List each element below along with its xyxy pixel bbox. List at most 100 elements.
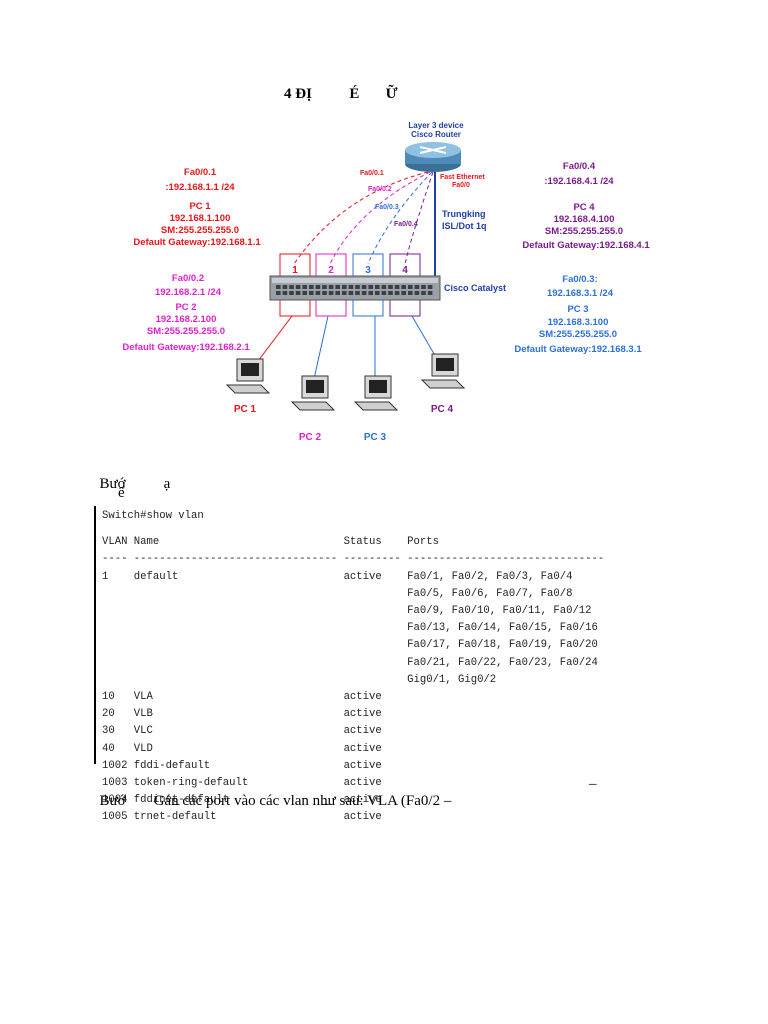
- step-2-text: Gán các port vào các vlan như sau: VLA (…: [153, 793, 452, 809]
- switch-port: [276, 285, 281, 289]
- subif-label-4: Fa0/0.4: [394, 221, 418, 228]
- switch-port: [342, 285, 347, 289]
- switch-port: [282, 291, 288, 295]
- step-1-prefix: Bướ: [99, 476, 126, 492]
- switch-port: [322, 285, 327, 289]
- switch-port: [322, 291, 327, 295]
- switch-port: [375, 285, 380, 289]
- switch-port: [381, 285, 387, 289]
- switch-port: [408, 291, 413, 295]
- link-pc2: [313, 315, 329, 380]
- fast-ethernet-label-1: Fast Ethernet: [440, 174, 485, 181]
- switch-port: [309, 285, 314, 289]
- pc4-ip: 192.168.4.100: [554, 214, 615, 225]
- pc2-name: PC 2: [175, 302, 196, 313]
- switch-port: [421, 285, 426, 289]
- subif-label-3: Fa0/0.3: [375, 204, 399, 211]
- switch-port: [388, 291, 393, 295]
- fast-ethernet-label-2: Fa0/0: [452, 182, 470, 189]
- vlan-row: Gig0/1, Gig0/2: [102, 673, 497, 686]
- pc3-computer-icon: [353, 375, 399, 411]
- switch-port: [401, 291, 406, 295]
- subif-link-4: [404, 171, 434, 265]
- pc3-caption: PC 3: [364, 432, 387, 443]
- switch-icon: [269, 275, 441, 301]
- pc1-gateway: Default Gateway:192.168.1.1: [133, 237, 261, 248]
- vlan-row: 40 VLD active: [102, 742, 382, 755]
- trunk-label-1: Trungking: [442, 209, 486, 219]
- vlan-row: 1005 trnet-default active: [102, 811, 382, 824]
- pc4-iface: Fa0/0.4: [563, 161, 596, 172]
- switch-port: [348, 285, 354, 289]
- port-number-1: 1: [292, 265, 298, 276]
- step-2-line2-dash-2: –: [322, 796, 330, 812]
- router-title-1: Layer 3 device: [408, 121, 464, 130]
- switch-port: [289, 291, 294, 295]
- switch-port: [421, 291, 426, 295]
- vlan-row: 1004 fddinet-default active: [102, 794, 382, 807]
- pc2-caption: PC 2: [299, 432, 322, 443]
- pc4-sm: SM:255.255.255.0: [545, 226, 623, 237]
- pc3-ip-mask: 192.168.3.1 /24: [547, 288, 614, 299]
- trunk-label-2: ISL/Dot 1q: [442, 221, 487, 231]
- switch-port: [388, 285, 393, 289]
- pc4-caption: PC 4: [431, 404, 454, 415]
- show-vlan-output: Switch#show vlan VLAN Name Status Ports …: [94, 506, 676, 823]
- port-number-2: 2: [328, 265, 334, 276]
- pc1-ip: 192.168.1.100: [170, 213, 231, 224]
- switch-port: [355, 291, 360, 295]
- step-1-heading: Bướ ạ: [92, 459, 171, 493]
- switch-port: [276, 291, 281, 295]
- subif-label-2: Fa0/0.2: [368, 186, 392, 193]
- pc3-iface: Fa0/0.3:: [562, 274, 597, 285]
- vlan-row: 10 VLA active: [102, 691, 382, 704]
- switch-port: [394, 285, 400, 289]
- pc3-name: PC 3: [567, 304, 588, 315]
- step-1-suffix: ạ: [163, 476, 171, 492]
- vlan-row: 1 default active Fa0/1, Fa0/2, Fa0/3, Fa…: [102, 570, 573, 583]
- switch-port: [302, 285, 307, 289]
- subif-link-2: [329, 171, 431, 265]
- vlan-row: Fa0/21, Fa0/22, Fa0/23, Fa0/24: [102, 656, 598, 669]
- pc3-ip: 192.168.3.100: [548, 317, 609, 328]
- pc3-gateway: Default Gateway:192.168.3.1: [514, 344, 642, 355]
- vlan-row: 20 VLB active: [102, 708, 382, 721]
- switch-port: [342, 291, 347, 295]
- console-command: Switch#show vlan: [102, 510, 204, 522]
- vlan-row: 1003 token-ring-default active: [102, 777, 382, 790]
- switch-label: Cisco Catalyst: [444, 283, 506, 293]
- switch-port: [295, 285, 301, 289]
- pc2-sm: SM:255.255.255.0: [147, 326, 225, 337]
- network-topology-diagram: Layer 3 device Cisco Router Fast Etherne…: [92, 114, 677, 454]
- switch-port: [335, 285, 340, 289]
- pc2-computer-icon: [290, 375, 336, 411]
- pc2-ip: 192.168.2.100: [156, 314, 217, 325]
- switch-port: [282, 285, 288, 289]
- switch-port: [394, 291, 400, 295]
- pc2-gateway: Default Gateway:192.168.2.1: [122, 342, 250, 353]
- switch-port: [295, 291, 301, 295]
- pc1-name: PC 1: [189, 201, 211, 212]
- switch-port: [375, 291, 380, 295]
- switch-port: [315, 291, 321, 295]
- vlan-row: Fa0/17, Fa0/18, Fa0/19, Fa0/20: [102, 639, 598, 652]
- pc4-gateway: Default Gateway:192.168.4.1: [522, 240, 650, 251]
- console-separator: ---- -------------------------------- --…: [102, 553, 605, 566]
- vlan-row: 30 VLC active: [102, 725, 382, 738]
- step-2-dash: –: [589, 776, 597, 792]
- vlan-row: Fa0/5, Fa0/6, Fa0/7, Fa0/8: [102, 587, 573, 600]
- switch-port: [328, 291, 334, 295]
- pc1-caption: PC 1: [234, 404, 257, 415]
- router-title-2: Cisco Router: [411, 130, 461, 139]
- switch-port: [361, 285, 367, 289]
- switch-port: [427, 285, 433, 289]
- switch-port: [328, 285, 334, 289]
- vlan-row: Fa0/9, Fa0/10, Fa0/11, Fa0/12: [102, 605, 592, 618]
- pc1-computer-icon: [225, 358, 271, 394]
- switch-port: [414, 291, 420, 295]
- subif-label-1: Fa0/0.1: [360, 170, 384, 177]
- router-icon: [405, 142, 461, 172]
- switch-port: [289, 285, 294, 289]
- page-title: 4 ĐỊ É Ữ: [284, 86, 398, 102]
